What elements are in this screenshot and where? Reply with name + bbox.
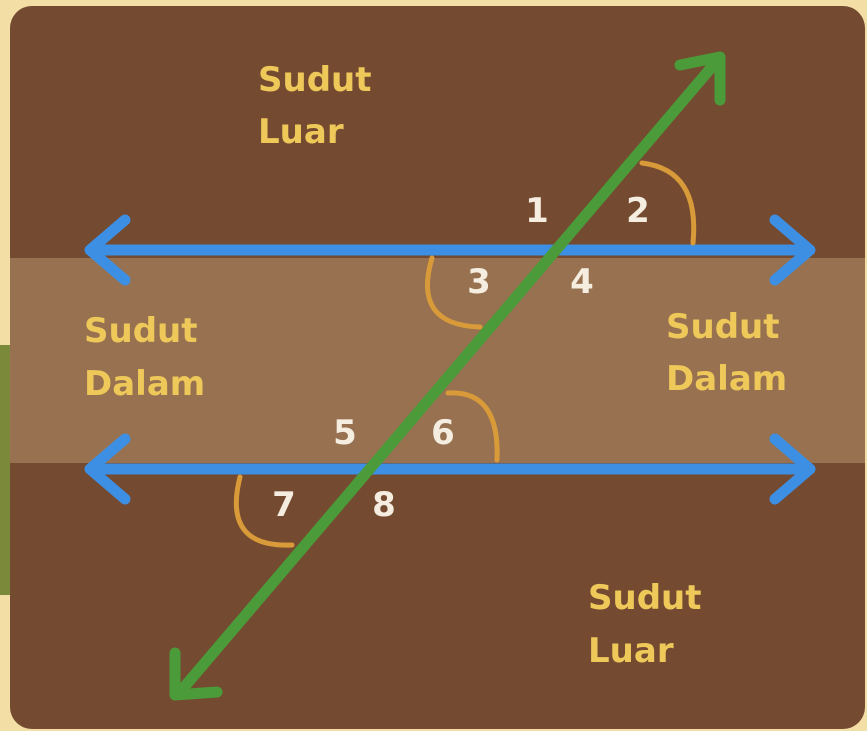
label-left-interior: Sudut Dalam xyxy=(84,311,205,404)
transversal-line xyxy=(169,51,726,701)
parallel-line-top xyxy=(84,214,816,286)
label-left-interior-line2: Dalam xyxy=(84,364,205,404)
label-bottom-exterior-line2: Luar xyxy=(588,631,674,671)
label-top-exterior-line2: Luar xyxy=(258,112,344,152)
label-bottom-exterior-line1: Sudut xyxy=(588,578,702,618)
angle-number-8: 8 xyxy=(372,485,396,525)
angle-number-1: 1 xyxy=(525,191,549,231)
angle-number-5: 5 xyxy=(333,413,357,453)
decorative-left-strip xyxy=(0,345,12,595)
angle-number-2: 2 xyxy=(626,191,650,231)
label-right-interior-line1: Sudut xyxy=(666,307,780,347)
parallel-line-bottom xyxy=(84,433,816,505)
angle-arc-2 xyxy=(639,160,697,246)
angle-number-4: 4 xyxy=(570,262,594,302)
angle-arc-3 xyxy=(425,255,483,330)
label-right-interior-line2: Dalam xyxy=(666,359,787,399)
angle-number-6: 6 xyxy=(431,413,455,453)
angle-number-7: 7 xyxy=(272,485,296,525)
label-top-exterior: Sudut Luar xyxy=(258,60,372,152)
label-top-exterior-line1: Sudut xyxy=(258,60,372,100)
label-bottom-exterior: Sudut Luar xyxy=(588,578,702,671)
angle-arc-6 xyxy=(445,390,500,463)
interior-region-band xyxy=(10,258,865,463)
label-left-interior-line1: Sudut xyxy=(84,311,198,351)
label-right-interior: Sudut Dalam xyxy=(666,307,787,399)
angle-arc-7 xyxy=(233,474,295,548)
angle-number-3: 3 xyxy=(467,262,491,302)
